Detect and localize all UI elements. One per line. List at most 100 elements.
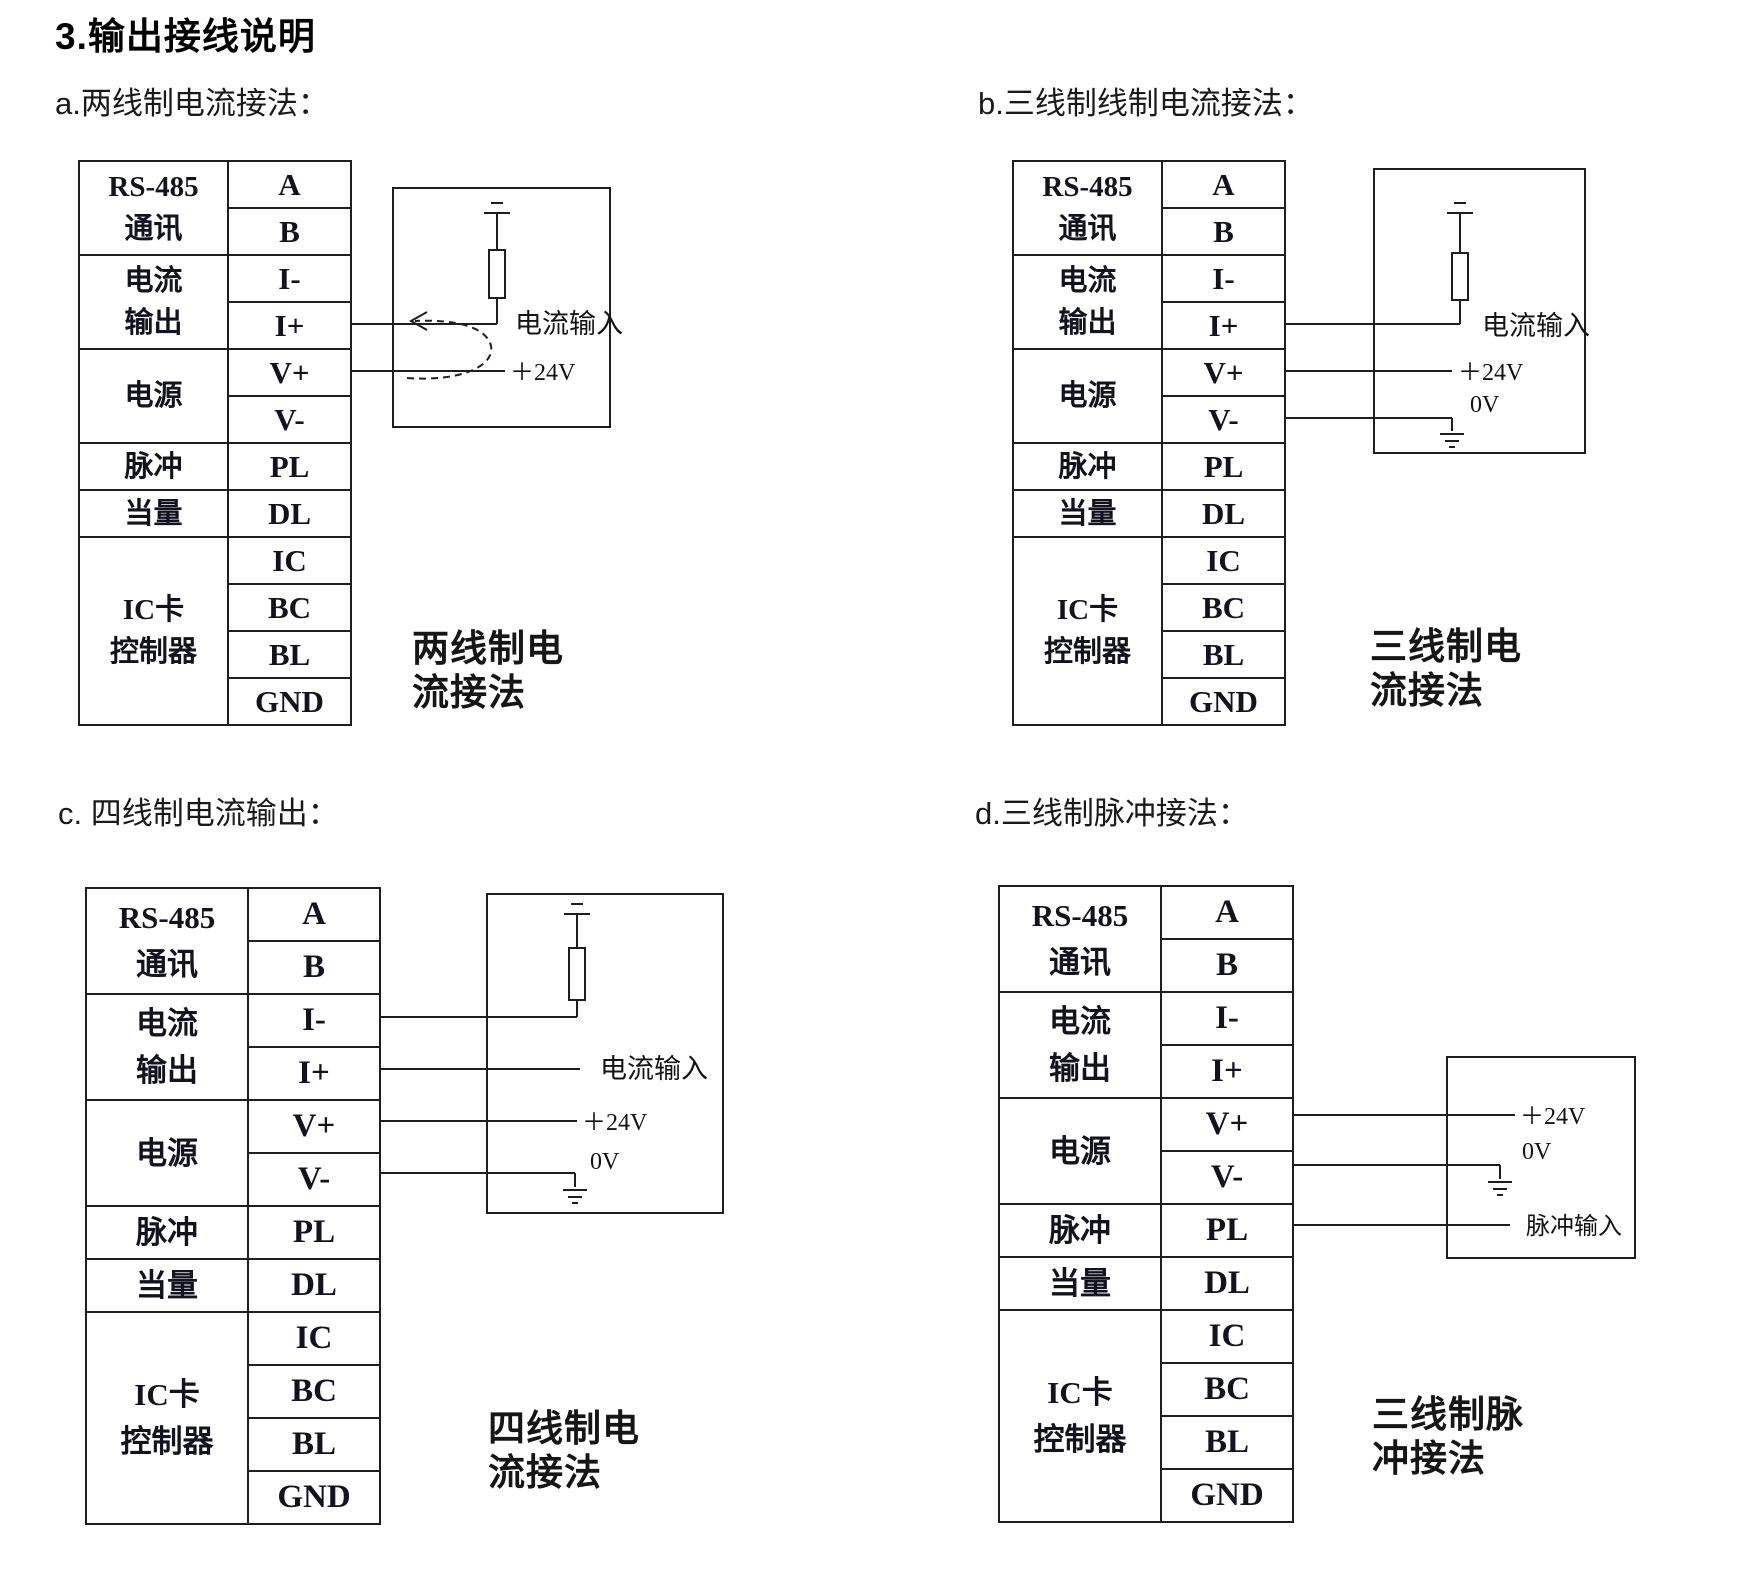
table-row: BC [86, 1364, 381, 1419]
earth-ground-icon [563, 1189, 587, 1204]
label-24v: ＋24V [582, 1110, 648, 1136]
terminal-cell: A [247, 887, 381, 942]
terminal-cell: I- [1161, 254, 1286, 303]
terminal-group-label: 当量 [85, 1258, 249, 1313]
terminal-group-label: 脉冲 [998, 1203, 1162, 1258]
terminal-cell: BC [1160, 1362, 1294, 1417]
earth-ground-icon [1447, 202, 1473, 214]
earth-ground-icon [1488, 1181, 1512, 1196]
diagram-d-caption: 三线制脉 冲接法 [1372, 1395, 1524, 1480]
terminal-cell: IC [1161, 536, 1286, 585]
wiring-diagram-d: ＋24V 0V 脉冲输入 [1294, 1056, 1636, 1259]
terminal-cell: GND [1160, 1468, 1294, 1523]
resistor [1451, 252, 1469, 301]
terminal-group-label: RS-485 通讯 [998, 885, 1162, 993]
earth-ground-icon [1440, 433, 1464, 448]
terminal-group-label: RS-485 通讯 [85, 887, 249, 995]
terminal-group-label: 电源 [78, 348, 229, 444]
table-row: BL [1013, 630, 1286, 679]
terminal-cell: DL [227, 489, 352, 538]
resistor [488, 249, 506, 299]
table-row: B [999, 938, 1294, 993]
diagram-c-caption: 四线制电 流接法 [488, 1409, 640, 1494]
terminal-cell: BC [227, 583, 352, 632]
terminal-cell: BL [1160, 1415, 1294, 1470]
instrument-box [392, 187, 611, 428]
table-row: I+ [999, 1044, 1294, 1099]
table-row: V- [999, 1150, 1294, 1205]
terminal-cell: V+ [1161, 348, 1286, 397]
table-row: BC [999, 1362, 1294, 1417]
terminal-group-label: IC卡 控制器 [78, 536, 229, 726]
table-row: I+ [79, 301, 352, 350]
section-b-heading: b.三线制线制电流接法： [978, 86, 1314, 121]
table-row: BL [999, 1415, 1294, 1470]
label-current-input: 电流输入 [600, 1054, 708, 1084]
wiring-diagram-b: 电流输入 ＋24V 0V [1286, 168, 1590, 454]
terminal-cell: GND [1161, 677, 1286, 726]
terminal-cell: IC [1160, 1309, 1294, 1364]
table-row: I+ [86, 1046, 381, 1101]
instrument-box [486, 893, 724, 1214]
label-0v: 0V [590, 1149, 620, 1175]
table-row: GND [999, 1468, 1294, 1523]
terminal-cell: V- [1160, 1150, 1294, 1205]
terminal-cell: V+ [227, 348, 352, 397]
terminal-group-label: IC卡 控制器 [1012, 536, 1163, 726]
instrument-box [1373, 168, 1586, 454]
terminal-cell: A [1161, 160, 1286, 209]
terminal-group-label: RS-485 通讯 [1012, 160, 1163, 256]
section-a-heading: a.两线制电流接法： [55, 86, 329, 121]
terminal-group-label: 电源 [85, 1099, 249, 1207]
current-loop-arrowhead-icon [408, 311, 428, 331]
terminal-cell: I+ [1161, 301, 1286, 350]
terminal-cell: B [227, 207, 352, 256]
terminal-cell: I- [247, 993, 381, 1048]
terminal-cell: GND [247, 1470, 381, 1525]
wiring-diagram-a: 电流输入 ＋24V [352, 187, 623, 428]
terminal-group-label: 当量 [1012, 489, 1163, 538]
table-row: I+ [1013, 301, 1286, 350]
table-row: GND [79, 677, 352, 726]
terminal-cell: BC [247, 1364, 381, 1419]
label-current-input: 电流输入 [1482, 311, 1590, 341]
terminal-group-label: IC卡 控制器 [85, 1311, 249, 1525]
terminal-cell: I- [1160, 991, 1294, 1046]
diagram-b-caption: 三线制电 流接法 [1370, 627, 1522, 712]
terminal-group-label: 脉冲 [85, 1205, 249, 1260]
section-c-heading: c. 四线制电流输出： [58, 796, 339, 831]
terminal-cell: V+ [247, 1099, 381, 1154]
terminal-group-label: 当量 [998, 1256, 1162, 1311]
terminal-cell: B [1160, 938, 1294, 993]
terminal-group-label: 电流 输出 [85, 993, 249, 1101]
terminal-group-label: 电流 输出 [1012, 254, 1163, 350]
terminal-group-label: 电流 输出 [78, 254, 229, 350]
label-0v: 0V [1522, 1139, 1552, 1165]
terminal-cell: BL [1161, 630, 1286, 679]
terminal-cell: A [1160, 885, 1294, 940]
terminal-cell: BC [1161, 583, 1286, 632]
table-row: B [1013, 207, 1286, 256]
terminal-cell: I+ [227, 301, 352, 350]
terminal-group-label: 电源 [998, 1097, 1162, 1205]
terminal-group-label: 脉冲 [1012, 442, 1163, 491]
terminal-cell: BL [227, 630, 352, 679]
table-row: BC [79, 583, 352, 632]
terminal-group-label: IC卡 控制器 [998, 1309, 1162, 1523]
